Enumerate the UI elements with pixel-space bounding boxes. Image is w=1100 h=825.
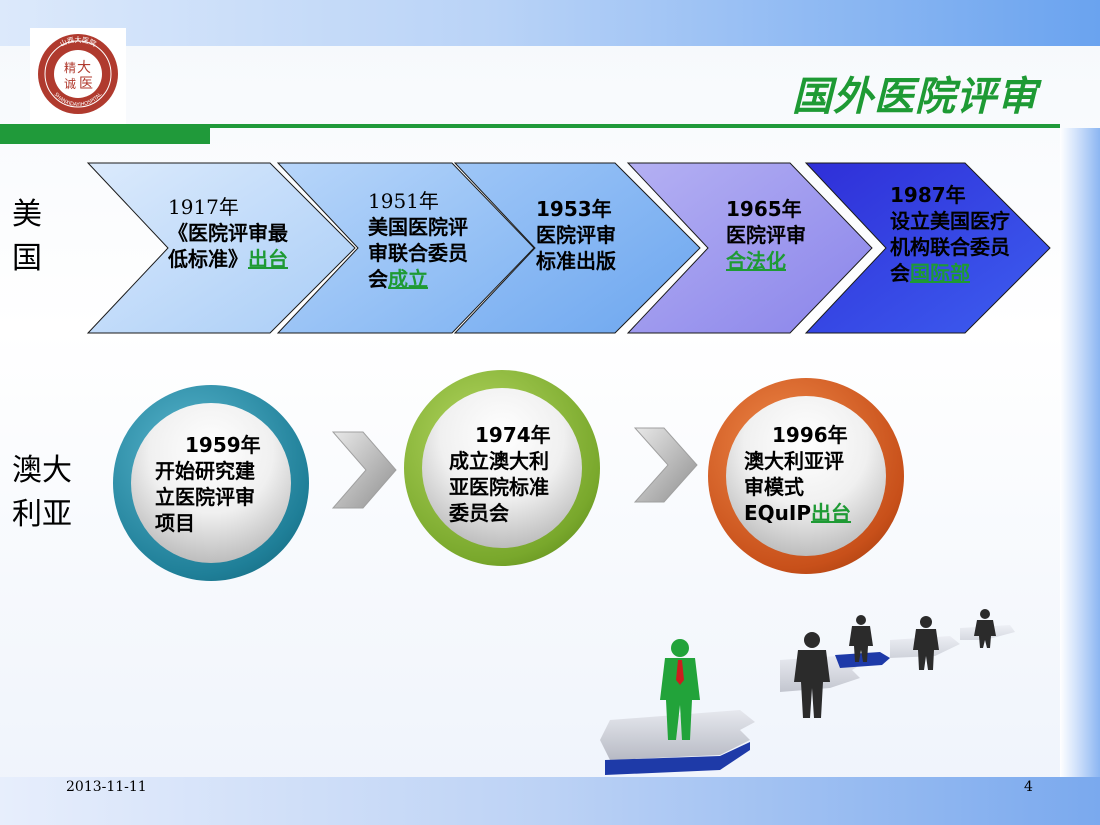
australia-item-2-line1: 成立澳大利: [449, 449, 549, 473]
people-on-puzzle-illustration: [600, 609, 1015, 775]
usa-item-5-line3: 会: [890, 261, 910, 285]
country-label-usa-1: 美: [12, 197, 42, 232]
usa-item-3-line2: 标准出版: [536, 249, 616, 273]
logo-char-2: 精: [64, 61, 76, 75]
dark-person-icon: [913, 616, 939, 670]
logo-char-4: 医: [79, 76, 93, 92]
usa-item-1-link[interactable]: 出台: [248, 247, 288, 271]
country-label-australia-1: 澳大: [12, 453, 72, 488]
australia-item-2-line3: 委员会: [449, 501, 509, 525]
usa-item-5-year: 1987年: [890, 183, 966, 207]
country-label-usa-2: 国: [12, 241, 42, 276]
usa-item-2: 1951年 美国医院评 审联合委员 会成立: [368, 188, 468, 292]
australia-item-1-year: 1959年: [185, 433, 261, 457]
usa-item-5-link[interactable]: 国际部: [910, 261, 970, 285]
australia-item-3: 1996年 澳大利亚评 审模式 EQuIP出台: [744, 422, 851, 526]
usa-item-4-year: 1965年: [726, 197, 802, 221]
australia-item-3-year: 1996年: [772, 423, 848, 447]
australia-item-2-year: 1974年: [475, 423, 551, 447]
usa-item-4-link[interactable]: 合法化: [726, 249, 786, 273]
australia-item-2: 1974年 成立澳大利 亚医院标准 委员会: [449, 422, 551, 526]
usa-item-5-line1: 设立美国医疗: [890, 209, 1010, 233]
hospital-logo: 山西大医院 SHANXIDAYIHOSPITAL 大 精 诚 医: [38, 34, 118, 114]
australia-item-3-link[interactable]: 出台: [811, 501, 852, 525]
australia-circle-1-inner: [131, 403, 291, 563]
australia-circle-3-inner: [726, 396, 886, 556]
usa-item-2-year: 1951年: [368, 189, 439, 213]
usa-chevron-5: [804, 162, 1051, 334]
australia-item-3-line2: 审模式: [744, 475, 804, 499]
dark-person-icon: [974, 609, 996, 648]
australia-item-1-line3: 项目: [155, 511, 195, 535]
usa-chevron-3: [453, 162, 701, 334]
logo-char-1: 大: [77, 60, 91, 76]
australia-circle-2-inner: [422, 388, 582, 548]
australia-item-3-line1: 澳大利亚评: [744, 449, 844, 473]
usa-item-2-link[interactable]: 成立: [388, 267, 428, 291]
right-banner: [1060, 128, 1100, 778]
country-label-australia-2: 利亚: [12, 497, 72, 532]
logo-ring-text-top: 山西大医院: [58, 35, 97, 48]
usa-item-2-line1: 美国医院评: [368, 215, 468, 239]
page-number: 4: [1024, 779, 1033, 795]
footer-date: 2013-11-11: [66, 779, 147, 795]
usa-item-5-line2: 机构联合委员: [890, 235, 1010, 259]
dark-person-icon: [849, 615, 873, 662]
australia-item-1-line2: 立医院评审: [155, 485, 255, 509]
header-strip: [0, 124, 210, 144]
top-banner: [0, 0, 1100, 46]
australia-item-1: 1959年 开始研究建 立医院评审 项目: [155, 432, 261, 536]
usa-item-1-year: 1917年: [168, 195, 239, 219]
arrow-right-icon: [633, 427, 698, 503]
usa-item-2-line2: 审联合委员: [368, 241, 468, 265]
usa-item-5: 1987年 设立美国医疗 机构联合委员 会国际部: [890, 182, 1010, 286]
usa-item-1-line2: 低标准》: [168, 247, 248, 271]
usa-chevron-1: [86, 162, 356, 334]
header-line: [210, 124, 1060, 128]
green-person-icon: [660, 639, 700, 740]
australia-item-3-line3: EQuIP: [744, 501, 812, 525]
australia-item-1-line1: 开始研究建: [155, 459, 255, 483]
usa-item-4-line1: 医院评审: [726, 223, 806, 247]
usa-item-3-line1: 医院评审: [536, 223, 616, 247]
logo-char-3: 诚: [64, 77, 76, 91]
arrow-right-icon: [331, 431, 397, 509]
bottom-banner: [0, 777, 1100, 825]
usa-chevron-4: [626, 162, 873, 334]
australia-item-2-line2: 亚医院标准: [449, 475, 549, 499]
usa-item-1-line1: 《医院评审最: [168, 221, 288, 245]
usa-item-4: 1965年 医院评审 合法化: [726, 196, 806, 274]
page-title: 国外医院评审: [792, 74, 1038, 120]
dark-person-icon: [794, 632, 830, 718]
usa-item-3: 1953年 医院评审 标准出版: [536, 196, 616, 274]
usa-item-1: 1917年 《医院评审最 低标准》出台: [168, 194, 288, 272]
usa-item-3-year: 1953年: [536, 197, 612, 221]
usa-chevron-2: [276, 162, 535, 334]
usa-item-2-line3: 会: [368, 267, 388, 291]
